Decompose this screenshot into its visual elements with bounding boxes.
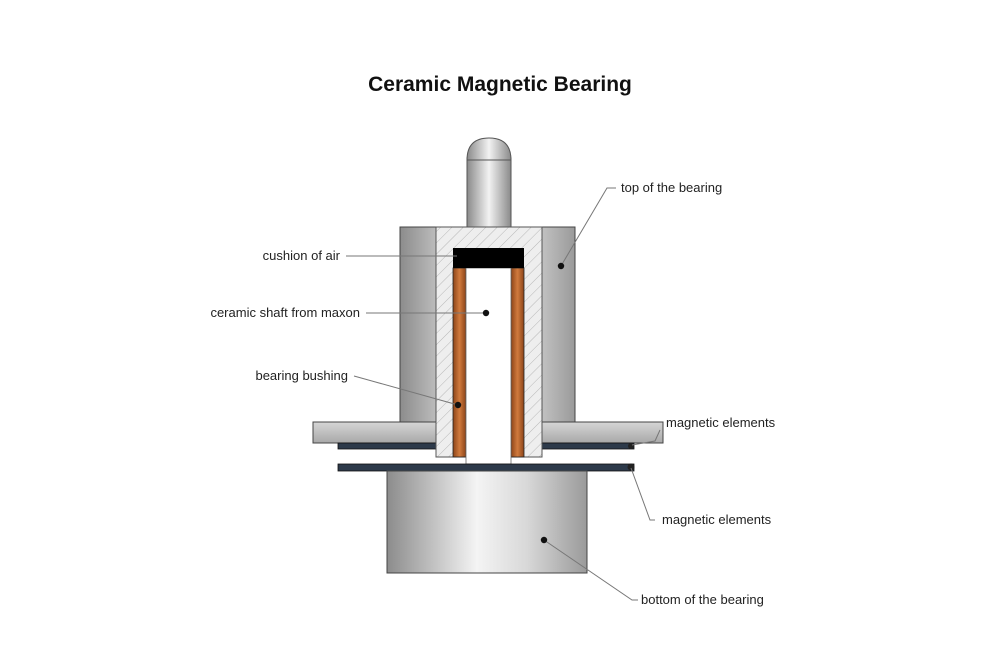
dot-bottom-of-bearing: [540, 536, 548, 544]
lower-magnetic-band: [337, 463, 635, 472]
leader-dots: [454, 262, 565, 544]
air-cushion-bar: [453, 248, 524, 268]
leader-lines: [346, 187, 661, 601]
label-bottom-of-bearing: bottom of the bearing: [641, 592, 764, 607]
diagram-title: Ceramic Magnetic Bearing: [368, 73, 632, 96]
label-bearing-bushing: bearing bushing: [255, 368, 348, 383]
leader-magnetic-lower: [630, 467, 655, 521]
leader-magnetic-upper: [631, 429, 661, 446]
label-magnetic-elements-lower: magnetic elements: [662, 512, 772, 527]
dot-bearing-bushing: [454, 401, 462, 409]
top-pin: [466, 137, 512, 229]
label-top-of-bearing: top of the bearing: [621, 180, 723, 195]
leader-bottom-of-bearing: [543, 539, 638, 601]
leader-top-of-bearing: [560, 187, 616, 267]
label-ceramic-shaft: ceramic shaft from maxon: [210, 305, 360, 320]
dot-top-of-bearing: [557, 262, 565, 270]
leader-bearing-bushing: [353, 375, 459, 406]
label-magnetic-elements-upper: magnetic elements: [666, 415, 776, 430]
dot-ceramic-shaft: [482, 309, 490, 317]
ceramic-shaft: [465, 267, 512, 465]
label-cushion-of-air: cushion of air: [262, 248, 340, 263]
bottom-housing: [386, 470, 588, 574]
